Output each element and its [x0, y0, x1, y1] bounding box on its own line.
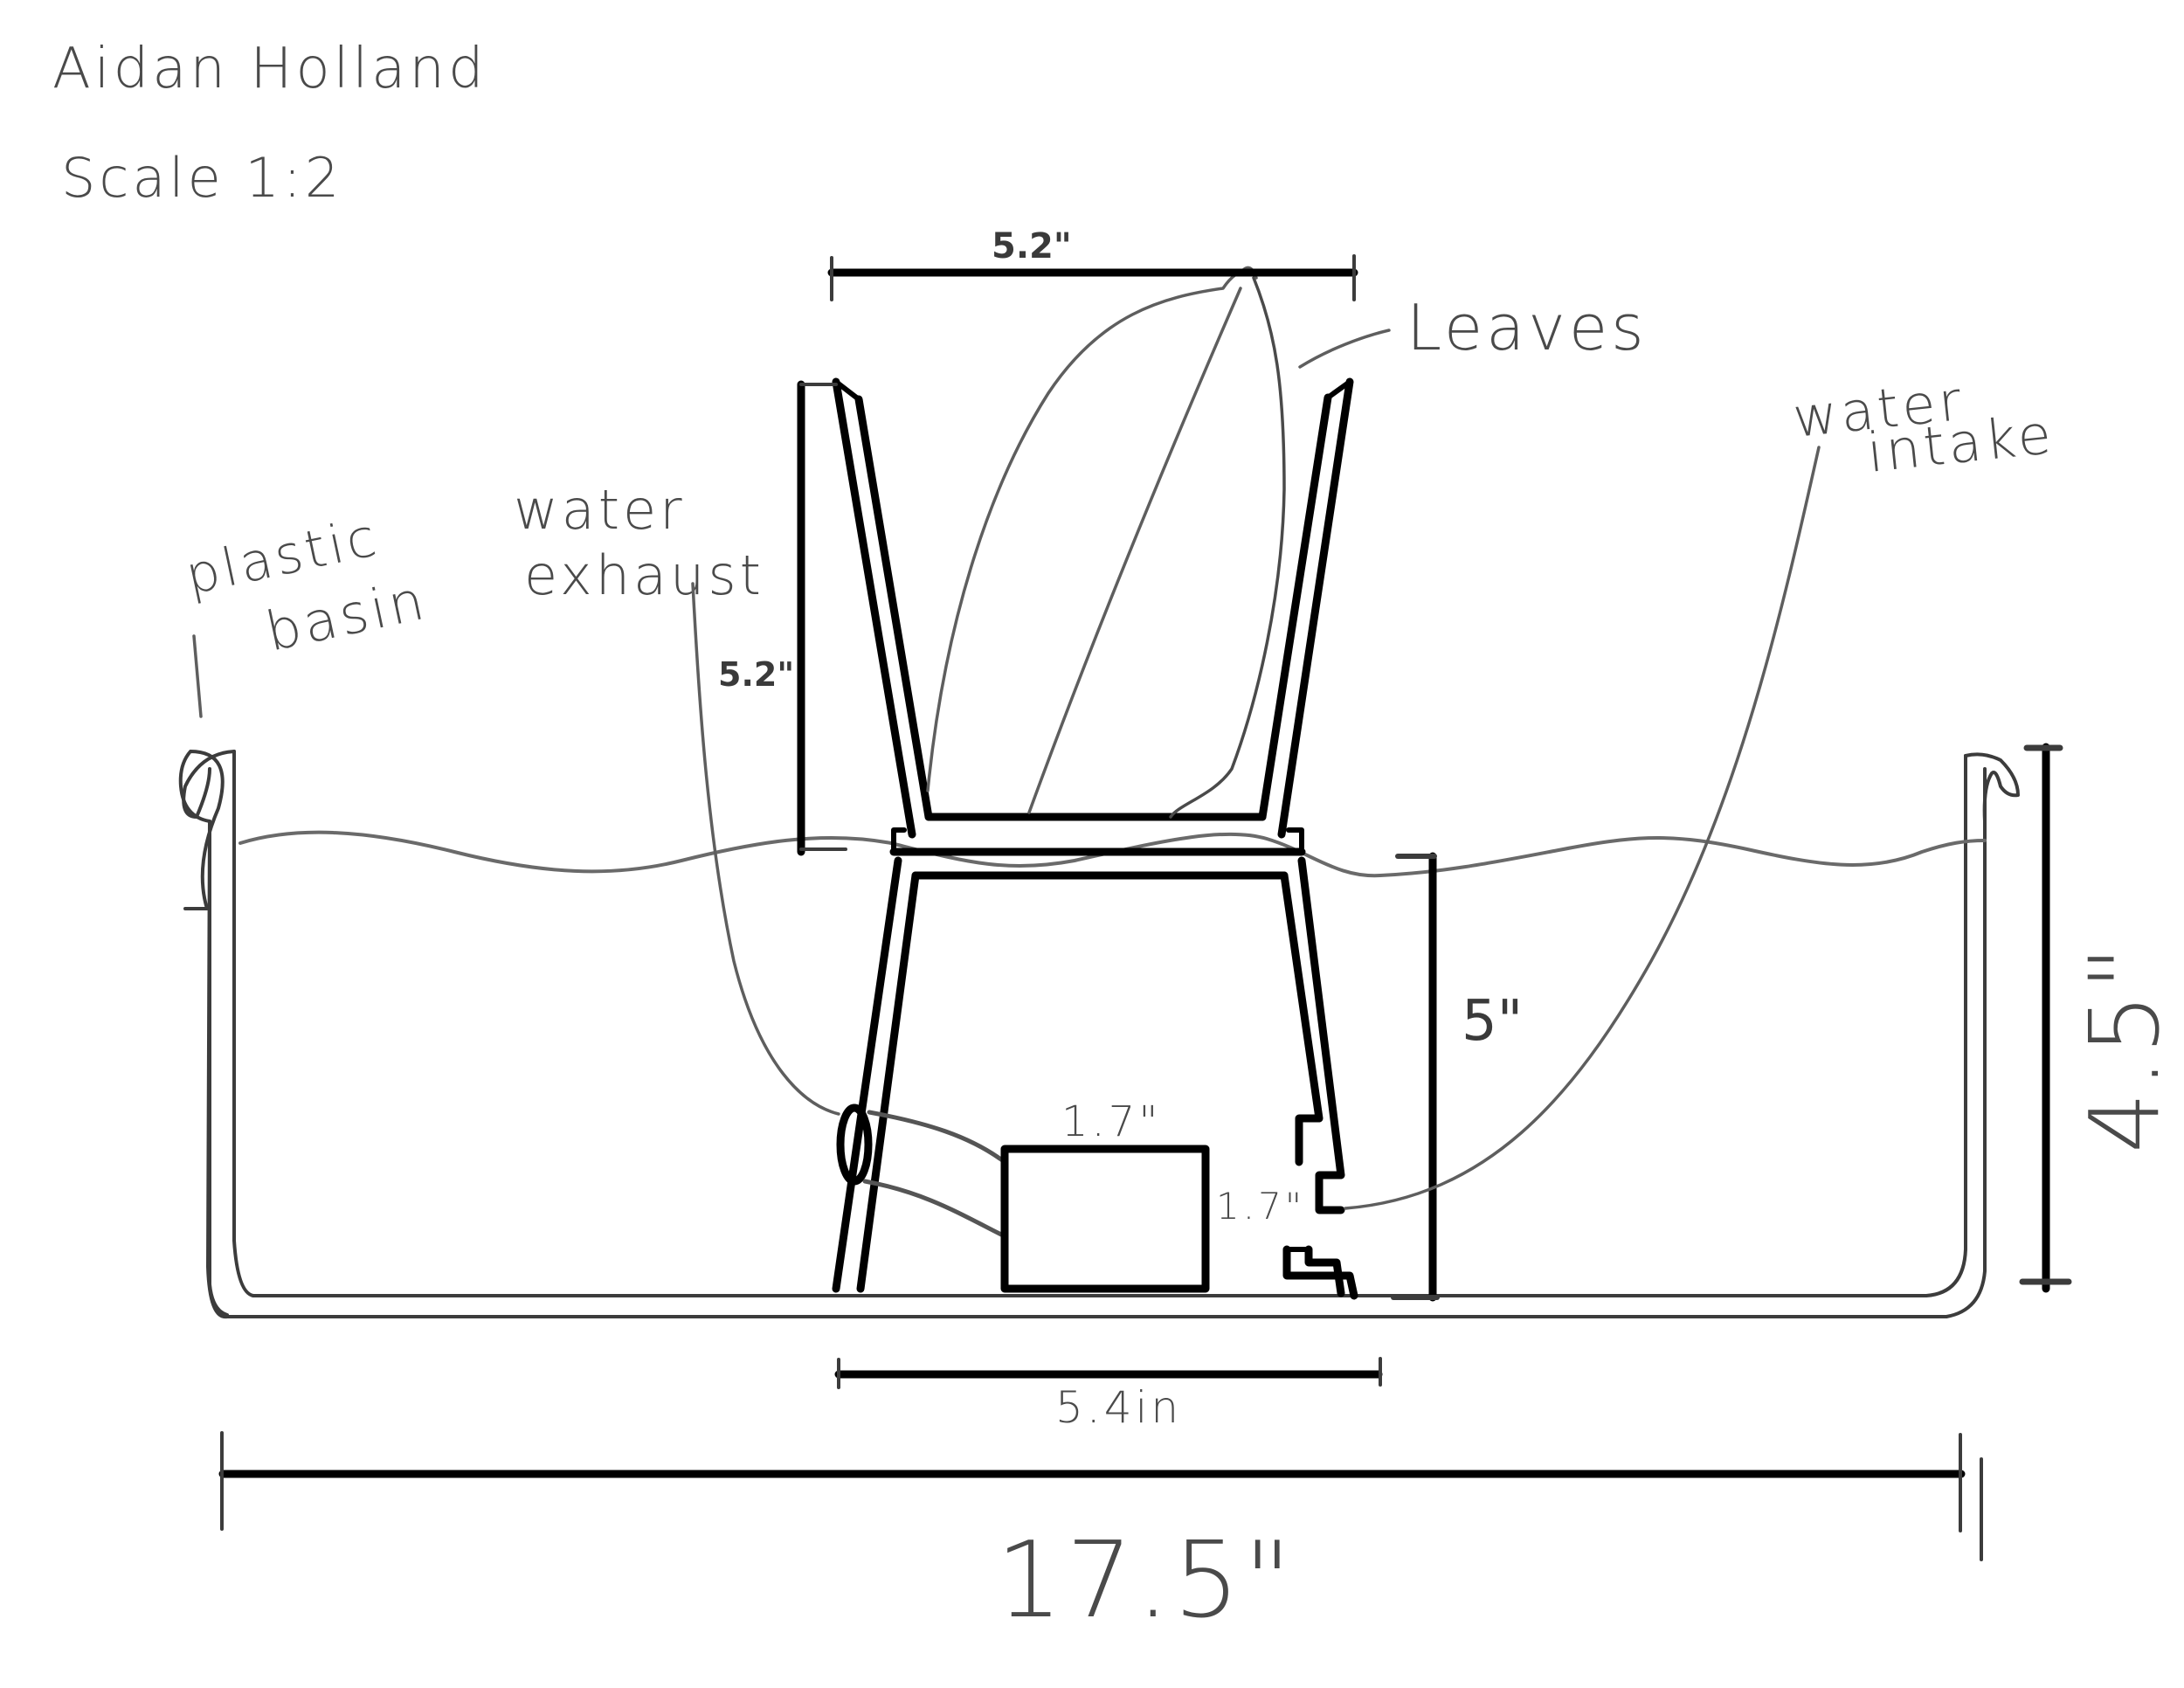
- pump-assembly: [836, 1103, 1210, 1293]
- dimension-stand-height: [1391, 852, 1440, 1302]
- dimension-funnel-height: [797, 380, 847, 856]
- dimension-stand-base: [834, 1357, 1383, 1389]
- water-surface: [238, 830, 1987, 878]
- dim-basin-width-label: 17.5": [996, 1520, 1295, 1642]
- author-name: Aidan Holland: [52, 37, 487, 101]
- scale-label: Scale 1:2: [61, 146, 342, 210]
- dim-intake-height-label: 1.7": [1216, 1185, 1305, 1228]
- funnel: [832, 377, 1354, 856]
- exhaust-nozzle: [836, 1103, 873, 1186]
- plastic-basin-leader: [192, 634, 203, 718]
- water-exhaust-label-line2: exhaust: [524, 543, 764, 607]
- water-intake-leader: [1344, 446, 1821, 1210]
- dimension-funnel-width: [827, 254, 1358, 301]
- dim-funnel-width-label: 5.2": [992, 226, 1072, 266]
- leaves: [926, 266, 1391, 819]
- dim-pump-width-label: 1.7": [1061, 1097, 1161, 1146]
- plastic-basin: [178, 750, 2020, 1319]
- leaves-label: Leaves: [1406, 291, 1648, 364]
- stand: [832, 856, 1358, 1300]
- water-exhaust-label-line1: water: [514, 478, 686, 542]
- dim-basin-height-label: 4.5": [2069, 942, 2181, 1153]
- water-exhaust-leader: [691, 582, 840, 1116]
- pump-box: [1000, 1145, 1210, 1293]
- dim-stand-base-label: 5.4in: [1055, 1382, 1182, 1433]
- dimension-basin-width: [218, 1431, 1983, 1561]
- dim-funnel-height-label: 5.2": [718, 655, 794, 694]
- dimension-basin-height: [2019, 743, 2072, 1293]
- dim-stand-height-label: 5": [1462, 989, 1523, 1054]
